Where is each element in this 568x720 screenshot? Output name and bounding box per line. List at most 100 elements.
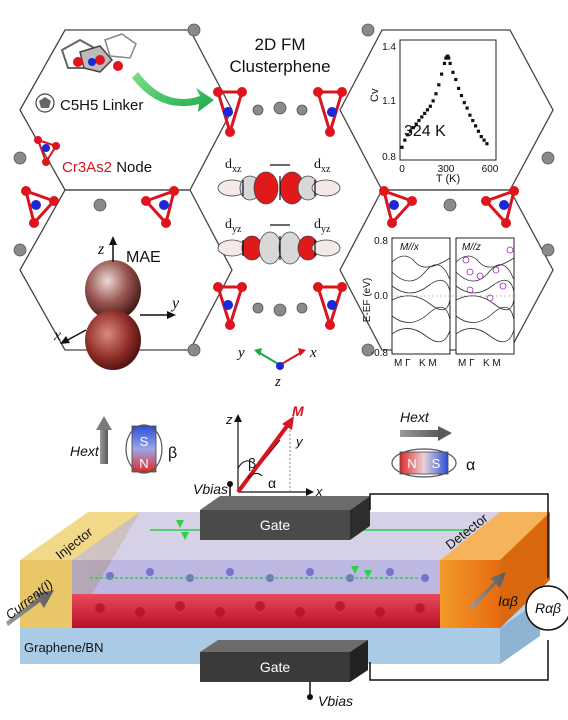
node-label: Cr3As2 Node (62, 159, 152, 176)
current-arrow-icon (6, 590, 54, 626)
c5h5-icon (35, 93, 55, 113)
mvec-m-label: M (292, 403, 304, 419)
top-gate (200, 496, 370, 540)
band-label-mx: M//x (400, 242, 420, 253)
cv-point (431, 99, 435, 103)
mae-sphere (60, 236, 176, 370)
band-kpoints-right: M Γ K M (458, 358, 501, 369)
vbias-top-terminal (227, 481, 233, 487)
mae-axis-z: z (97, 241, 105, 258)
orbital-panel: dxz dxz dyz dyz (217, 157, 341, 265)
node-label-cr3as2: Cr3As2 (62, 159, 112, 176)
magnet-h-n: N (407, 456, 416, 471)
detector-block (440, 560, 500, 628)
cv-point (442, 61, 447, 66)
cv-point (417, 118, 421, 123)
cv-tick-y-3: 0.8 (382, 152, 396, 163)
cv-point (479, 134, 483, 139)
band-tick-y-1: 0.8 (374, 236, 388, 247)
orbital-label-dxz-right: dxz (314, 157, 331, 175)
cv-chart: 1.4 1.1 0.8 0 300 600 T (K) Cv 324 K (369, 39, 499, 185)
mae-axis-y: y (170, 295, 180, 312)
node-label-node: Node (112, 159, 152, 176)
band-kpoints-left: M Γ K M (394, 358, 437, 369)
cv-tick-x-2: 300 (438, 164, 455, 175)
substrate-label: Graphene/BN (24, 640, 104, 655)
orbital-label-dxz-left: dxz (225, 157, 242, 175)
cv-point (447, 56, 451, 60)
linker-atoms (13, 23, 555, 357)
cv-point (454, 77, 458, 82)
cv-point (459, 93, 464, 98)
orbital-label-dyz-left: dyz (225, 217, 242, 235)
mvec-axis-x: x (315, 484, 323, 499)
cv-point (457, 86, 461, 90)
magnet-h-s: S (432, 456, 441, 471)
hext-label-right: Hext (400, 409, 430, 425)
mvec-axis-z: z (225, 412, 233, 427)
cv-point (471, 118, 475, 123)
cv-tick-y-1: 1.4 (382, 42, 396, 53)
cv-point (440, 72, 444, 76)
vbias-bottom-label: Vbias (318, 693, 353, 709)
cv-series (400, 54, 489, 149)
cv-point (423, 111, 427, 115)
cv-point (462, 101, 466, 105)
cv-point (403, 138, 407, 142)
vbias-bottom-text: Vbias (318, 693, 353, 709)
resistance-symbol (525, 585, 568, 631)
axes-triad (254, 348, 306, 370)
resistance-label: Rαβ (535, 600, 561, 616)
bottom-gate-label: Gate (260, 659, 291, 675)
orbital-label-dyz-right: dyz (314, 217, 331, 235)
cv-point (411, 126, 415, 130)
title-line2: Clusterphene (229, 57, 330, 76)
triad-axis-x: x (309, 345, 317, 361)
linker-label: C5H5 Linker (60, 97, 143, 114)
cv-point (476, 129, 481, 133)
cv-tick-y-2: 1.1 (382, 96, 396, 107)
bottom-gate (200, 640, 368, 682)
mvec-alpha: α (268, 475, 276, 491)
mae-label: MAE (126, 249, 161, 266)
cv-tick-x-3: 600 (482, 164, 499, 175)
mvec-axis-y: y (295, 434, 304, 449)
detector-arrow-icon (470, 572, 506, 610)
cv-point (465, 106, 469, 110)
band-tick-y-2: 0.0 (374, 291, 388, 302)
cv-point (468, 113, 472, 117)
title-line1: 2D FM (255, 35, 306, 54)
cv-xlabel: T (K) (436, 173, 460, 185)
cv-point (474, 124, 478, 128)
cv-point (485, 142, 489, 146)
band-structure: M//x M//z 0.8 0.0 -0.8 E-EF (eV) M Γ K M… (362, 236, 515, 369)
beta-label-left: β (168, 445, 177, 462)
band-label-mz: M//z (462, 242, 481, 253)
cv-point (414, 122, 418, 126)
cluster-nodes (21, 87, 519, 330)
cv-point (400, 145, 404, 149)
triad-axis-z: z (274, 374, 281, 390)
band-tick-y-3: -0.8 (371, 348, 389, 359)
magnet-v-n: N (139, 456, 148, 471)
magnet-v-s: S (140, 434, 149, 449)
alpha-label-right: α (466, 457, 475, 474)
mvec-beta: β (248, 455, 256, 471)
cv-point (420, 115, 424, 119)
vbias-bottom-terminal (307, 694, 313, 700)
cv-point (482, 138, 486, 142)
cv-tick-x-1: 0 (399, 164, 405, 175)
mae-axis-x: x (53, 327, 61, 344)
cv-ylabel: Cv (369, 88, 381, 102)
current-i-label: Iαβ (498, 593, 518, 609)
magnet-vertical (96, 416, 163, 474)
green-arrow-icon (132, 72, 214, 112)
cv-point (408, 129, 413, 133)
vbias-top-label: Vbias (193, 481, 228, 497)
cv-point (448, 61, 452, 66)
linker-molecule-icon (60, 33, 137, 73)
cv-point (437, 83, 441, 87)
cv-point (428, 104, 432, 108)
cv-point (434, 92, 438, 96)
